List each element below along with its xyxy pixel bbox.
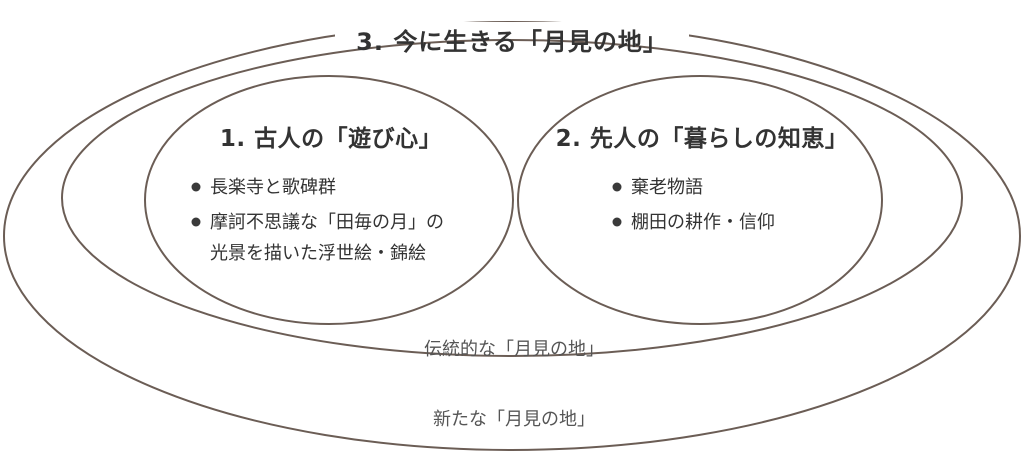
right-bullet-1: 棄老物語 bbox=[631, 177, 703, 198]
left-bullet-dot-2 bbox=[191, 217, 201, 227]
outer-ring-label: 新たな「月見の地」 bbox=[433, 409, 595, 430]
right-bullet-2: 棚田の耕作・信仰 bbox=[631, 212, 775, 233]
left-bullet-1: 長楽寺と歌碑群 bbox=[210, 177, 336, 198]
right-circle-title: 2. 先人の「暮らしの知恵」 bbox=[556, 125, 849, 152]
outer-title: 3. 今に生きる「月見の地」 bbox=[356, 28, 668, 56]
left-circle bbox=[144, 75, 514, 325]
left-circle-title: 1. 古人の「遊び心」 bbox=[220, 125, 442, 152]
left-bullet-2-line-2: 光景を描いた浮世絵・錦絵 bbox=[210, 243, 426, 264]
right-bullet-dot-2 bbox=[612, 217, 622, 227]
outer-title-background bbox=[335, 22, 689, 62]
right-circle bbox=[517, 75, 883, 325]
left-bullet-2-line-1: 摩訶不思議な「田毎の月」の bbox=[210, 212, 444, 233]
right-bullet-dot-1 bbox=[612, 182, 622, 192]
middle-ellipse bbox=[61, 39, 963, 357]
inner-ring-label: 伝統的な「月見の地」 bbox=[424, 339, 604, 360]
outer-ellipse bbox=[3, 21, 1021, 451]
left-bullet-dot-1 bbox=[191, 182, 201, 192]
